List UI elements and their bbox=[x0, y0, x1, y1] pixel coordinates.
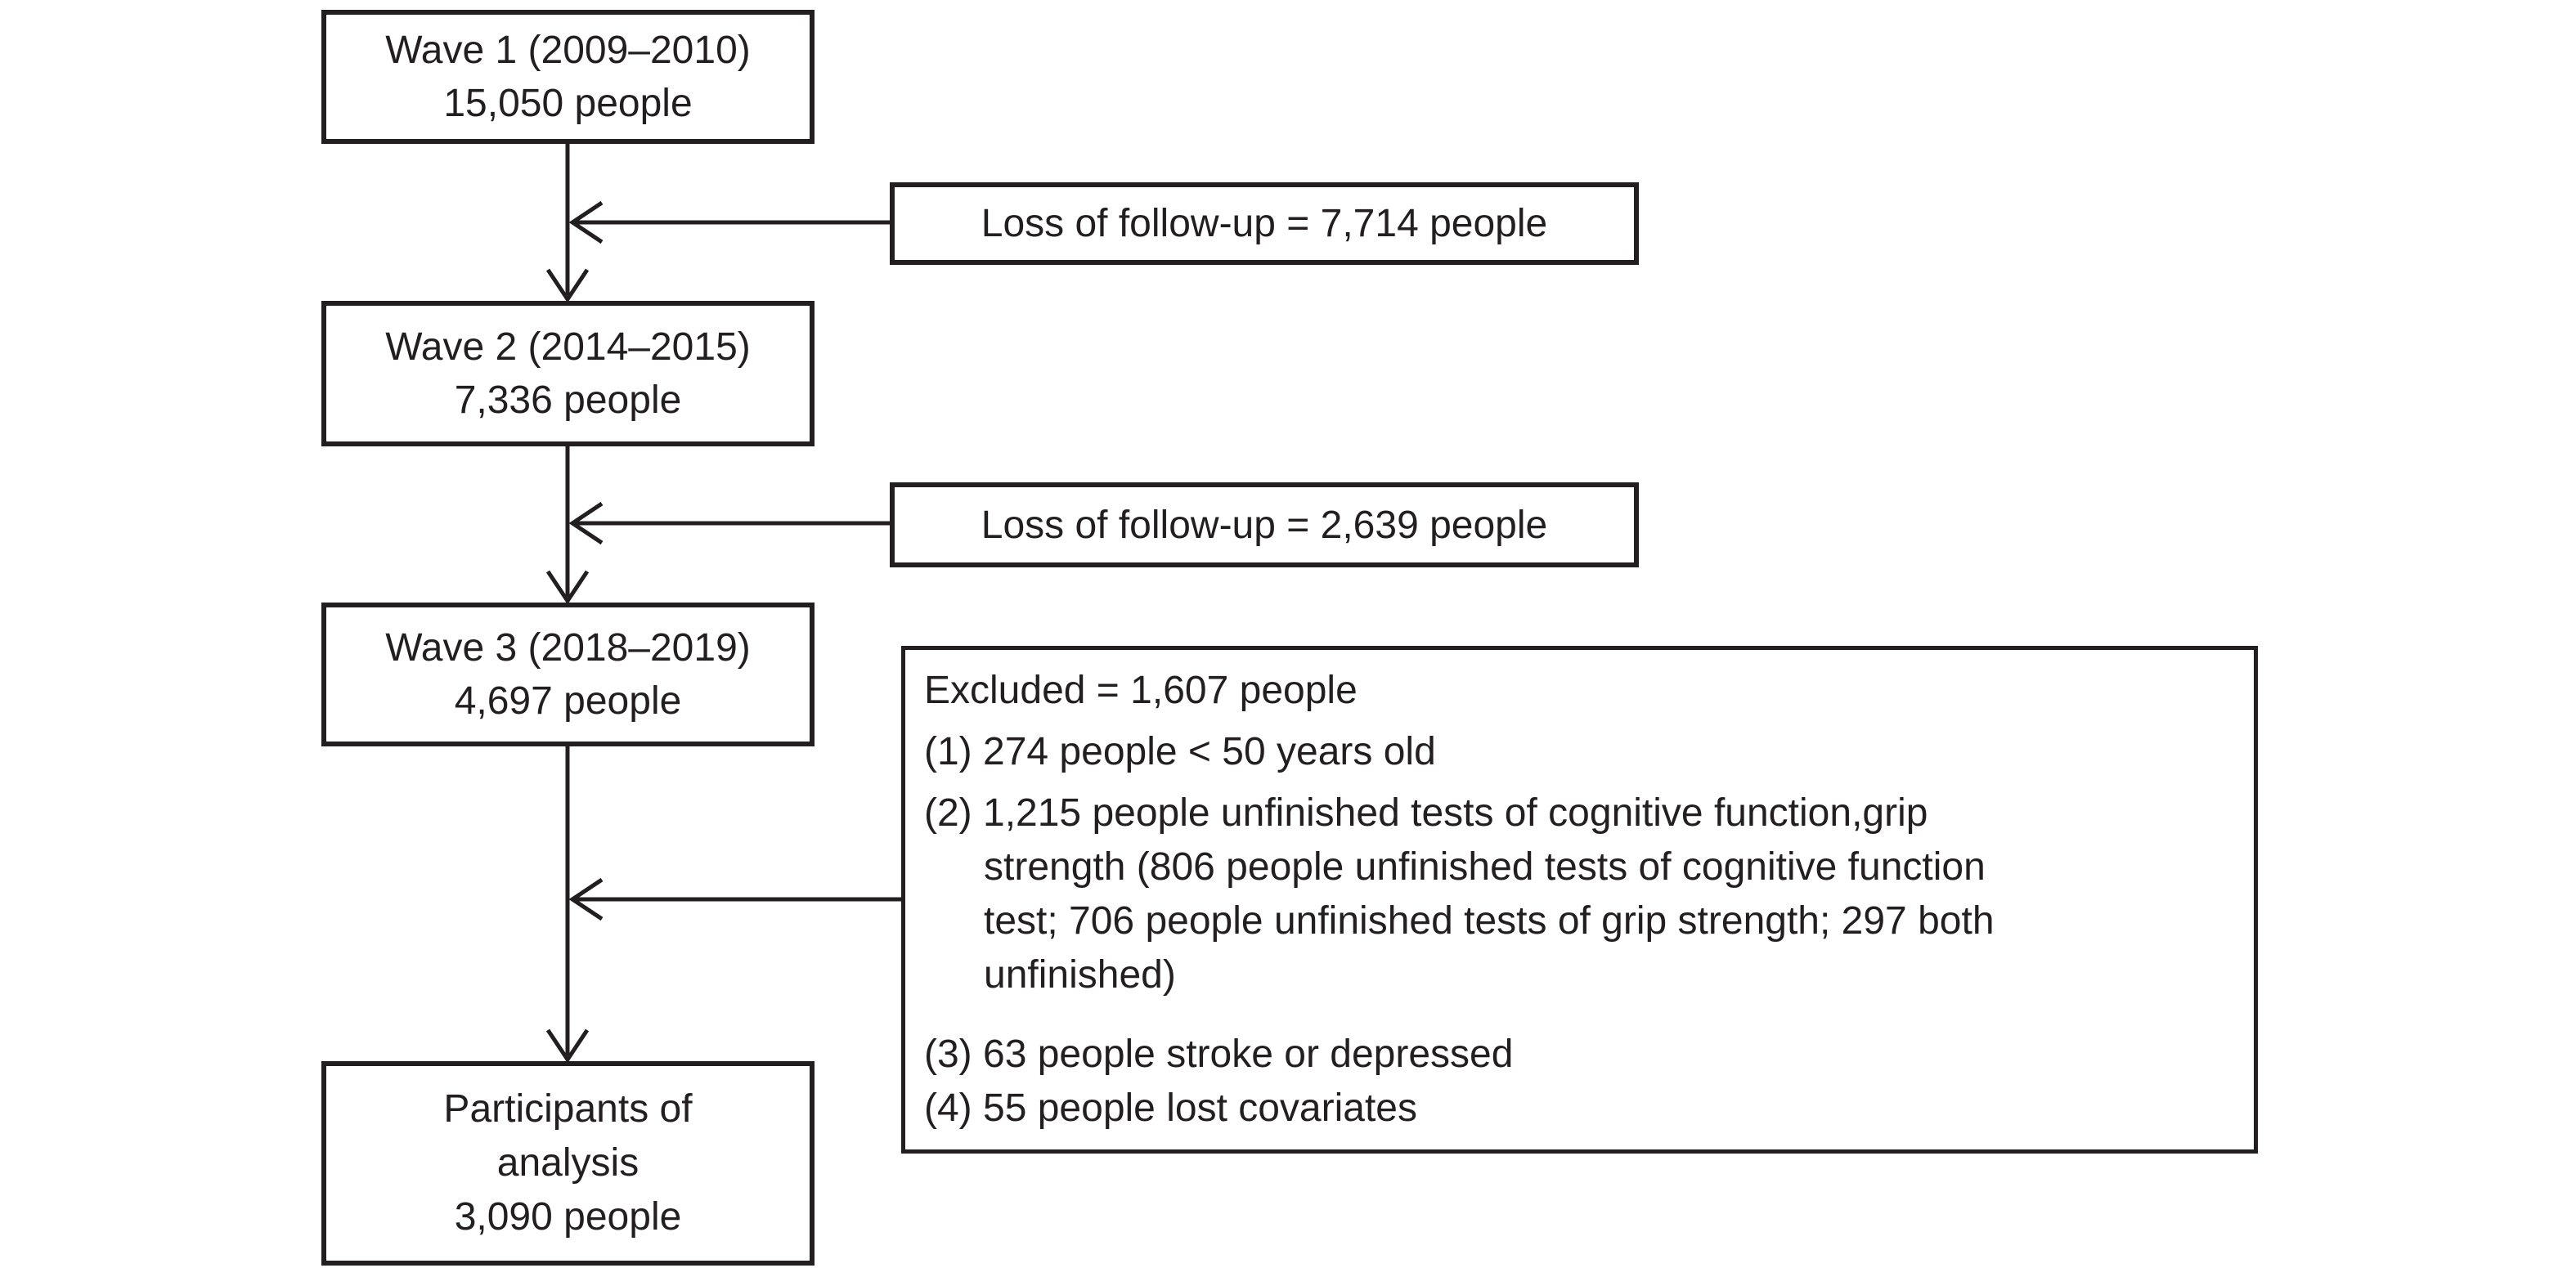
wave2-count: 7,336 people bbox=[454, 379, 682, 422]
loss-followup1-label: Loss of follow-up = 7,714 people bbox=[981, 202, 1548, 245]
arrowhead-down-final bbox=[545, 1028, 590, 1064]
excluded-item2-line: (2) 1,215 people unfinished tests of cog… bbox=[924, 791, 1928, 835]
loss-followup2-box: Loss of follow-up = 2,639 people bbox=[890, 482, 1639, 567]
wave1-title: Wave 1 (2009–2010) bbox=[385, 29, 751, 72]
excluded-item2-cont2: test; 706 people unfinished tests of gri… bbox=[984, 899, 1995, 943]
arrowhead-left-loss1 bbox=[568, 200, 604, 244]
arrowhead-down-wave3 bbox=[545, 570, 590, 605]
excluded-item1-line: (1) 274 people < 50 years old bbox=[924, 730, 1436, 773]
excluded-item2-cont3: unfinished) bbox=[984, 953, 1176, 997]
excluded-total-line: Excluded = 1,607 people bbox=[924, 669, 1358, 712]
loss-followup2-label: Loss of follow-up = 2,639 people bbox=[981, 503, 1548, 547]
wave2-title: Wave 2 (2014–2015) bbox=[385, 325, 751, 369]
wave1-box: Wave 1 (2009–2010) 15,050 people bbox=[321, 10, 815, 144]
excluded-item2-cont1: strength (806 people unfinished tests of… bbox=[984, 845, 1986, 889]
wave3-title: Wave 3 (2018–2019) bbox=[385, 626, 751, 670]
wave1-count: 15,050 people bbox=[443, 82, 693, 125]
arrowhead-down-wave2 bbox=[545, 268, 590, 303]
final-participants-box: Participants of analysis 3,090 people bbox=[321, 1061, 815, 1266]
excluded-item3-line: (3) 63 people stroke or depressed bbox=[924, 1033, 1514, 1076]
final-line1: Participants of bbox=[443, 1087, 693, 1131]
excluded-box: Excluded = 1,607 people (1) 274 people <… bbox=[901, 646, 2258, 1154]
wave2-box: Wave 2 (2014–2015) 7,336 people bbox=[321, 301, 815, 446]
arrowhead-left-loss2 bbox=[568, 501, 604, 545]
final-count: 3,090 people bbox=[454, 1195, 682, 1239]
arrowhead-left-excluded bbox=[568, 877, 604, 921]
wave3-count: 4,697 people bbox=[454, 679, 682, 723]
wave3-box: Wave 3 (2018–2019) 4,697 people bbox=[321, 603, 815, 746]
final-line2: analysis bbox=[496, 1141, 640, 1185]
loss-followup1-box: Loss of follow-up = 7,714 people bbox=[890, 182, 1639, 265]
excluded-item4-line: (4) 55 people lost covariates bbox=[924, 1087, 1417, 1130]
